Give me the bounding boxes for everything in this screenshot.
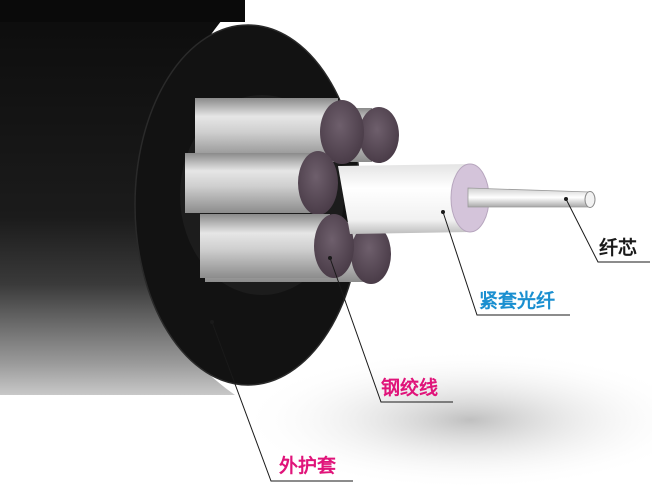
leader-dot-tight-buffered-fiber: [441, 210, 445, 214]
leader-line-outer-jacket: [211, 321, 353, 482]
steel-strand-group: [185, 98, 399, 284]
leader-line-steel-strand: [329, 257, 453, 403]
steel-strand: [195, 98, 338, 160]
fiber-core-end-face: [584, 191, 596, 208]
fiber-core: [467, 187, 591, 208]
leader-dot-fiber-core: [564, 197, 568, 201]
steel-strand-end: [359, 107, 399, 163]
steel-strand-end: [351, 224, 391, 284]
steel-strand-end: [320, 100, 364, 164]
steel-strand-end: [314, 214, 354, 278]
label-outer-jacket: 外护套: [279, 455, 337, 477]
leader-dot-outer-jacket: [210, 320, 214, 324]
outer-jacket-body: [0, 0, 240, 395]
label-fiber-core: 纤芯: [599, 237, 638, 259]
steel-strand-end: [298, 151, 338, 215]
leader-lines: [211, 198, 650, 482]
tight-buffered-fiber-tube: [338, 164, 470, 234]
outer-jacket-top: [0, 0, 245, 22]
label-tight-buffered-fiber: 紧套光纤: [479, 290, 556, 312]
leader-dot-steel-strand: [328, 256, 332, 260]
steel-strand: [185, 153, 315, 213]
leader-line-tight-buffered-fiber: [442, 211, 570, 316]
steel-strand: [200, 214, 330, 278]
label-steel-strand: 钢绞线: [381, 377, 439, 399]
leader-line-fiber-core: [565, 198, 650, 263]
floor-shadow: [240, 350, 652, 490]
